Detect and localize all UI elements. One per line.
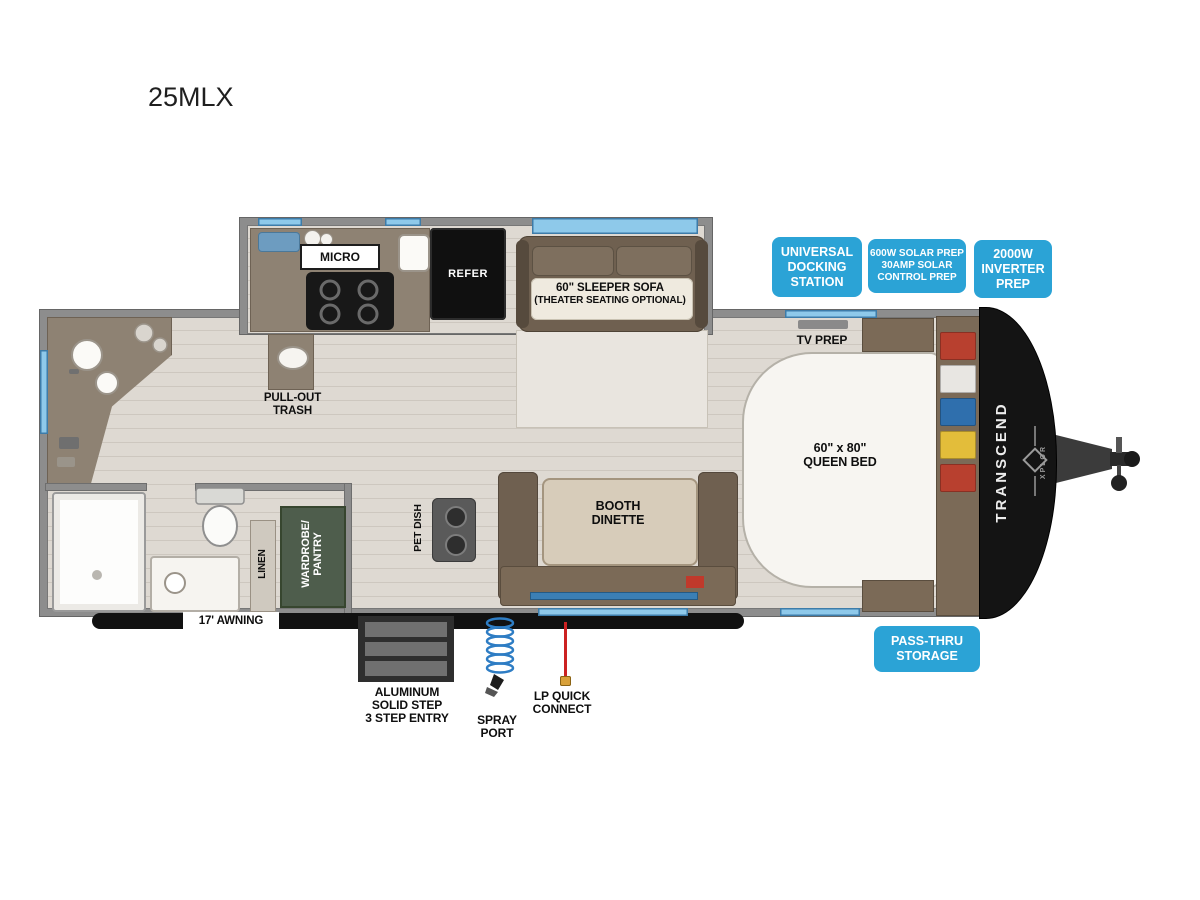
shower-drain: [92, 570, 102, 580]
spray-port-hose: [485, 617, 515, 697]
wardrobe-label: WARDROBE/ PANTRY: [300, 520, 325, 588]
lp-quick-connect-line: [564, 622, 567, 678]
clothes-item: [940, 464, 976, 492]
linen-label: LINEN: [257, 549, 268, 579]
queen-bed: [742, 352, 942, 588]
bedroom-cabinet: [862, 580, 934, 612]
stove: [306, 272, 394, 330]
tv-bracket: [798, 320, 848, 329]
step-tread: [365, 661, 447, 677]
dinette-label: BOOTH DINETTE: [591, 499, 645, 527]
window: [40, 350, 48, 434]
callout-pass-thru-storage: PASS-THRU STORAGE: [874, 626, 980, 672]
brand-name: TRANSCEND: [993, 401, 1010, 523]
sofa-armrest: [516, 240, 529, 328]
step-tread: [365, 641, 447, 657]
sofa-cushion: [616, 246, 692, 276]
window: [258, 218, 302, 226]
bed-label: 60" x 80" QUEEN BED: [803, 441, 877, 469]
dinette-storage-slot: [530, 592, 698, 600]
dish-rack: [258, 232, 300, 252]
toilet: [195, 488, 245, 547]
entry-steps: [358, 616, 454, 682]
refrigerator: REFER: [430, 228, 506, 320]
sofa-label: 60" SLEEPER SOFA (THEATER SEATING OPTION…: [534, 282, 686, 306]
window: [385, 218, 421, 226]
brand-emblem: [1022, 426, 1048, 496]
page-title: 25MLX: [148, 82, 234, 112]
shower: [52, 492, 146, 612]
clothes-item: [940, 398, 976, 426]
slide-footprint: [516, 330, 708, 428]
bathroom-wall: [46, 484, 146, 490]
pet-bowl: [445, 506, 467, 528]
sofa-cushion: [532, 246, 614, 276]
bedroom-cabinet: [862, 318, 934, 352]
tv-prep-label: TV PREP: [796, 333, 848, 347]
callout-solar-prep: 600W SOLAR PREP 30AMP SOLAR CONTROL PREP: [868, 239, 966, 293]
trash-can: [277, 346, 309, 370]
bathroom-wall: [196, 484, 351, 490]
entry-step-label: ALUMINUM SOLID STEP 3 STEP ENTRY: [365, 685, 449, 726]
dinette-table: [542, 478, 698, 566]
sofa-seat-front: [531, 278, 693, 320]
step-tread: [365, 622, 447, 637]
rear-kitchen-sinks: [57, 323, 168, 467]
callout-universal-docking-station: UNIVERSAL DOCKING STATION: [772, 237, 862, 297]
wardrobe-pantry-cabinet: [280, 506, 346, 608]
vanity-sink: [164, 572, 186, 594]
lp-connect-label: LP QUICK CONNECT: [532, 689, 592, 717]
callout-inverter-prep: 2000W INVERTER PREP: [974, 240, 1052, 298]
microwave: MICRO: [300, 244, 380, 270]
trash-label: PULL-OUT TRASH: [263, 392, 322, 417]
awning-label-chip: 17' AWNING: [183, 612, 279, 630]
sofa-armrest: [695, 240, 708, 328]
lp-quick-connect-tip: [560, 676, 571, 686]
microwave-label: MICRO: [320, 250, 360, 264]
window: [538, 608, 688, 616]
window: [532, 218, 698, 234]
window: [780, 608, 860, 616]
bathroom-wall: [345, 484, 351, 614]
linen-cabinet: [250, 520, 276, 612]
bedroom-wardrobe: [936, 316, 980, 616]
clothes-item: [940, 431, 976, 459]
clothes-item: [940, 365, 976, 393]
dinette-storage-item: [686, 576, 704, 588]
hitch: [1048, 433, 1140, 491]
pet-dish-label: PET DISH: [412, 504, 424, 552]
window: [785, 310, 877, 318]
kitchen-sink: [398, 234, 430, 272]
awning-label: 17' AWNING: [198, 614, 264, 627]
pet-bowl: [445, 534, 467, 556]
spray-port-label: SPRAY PORT: [477, 713, 517, 741]
brand-sub: XPLOR: [1040, 444, 1047, 480]
clothes-item: [940, 332, 976, 360]
refrigerator-label: REFER: [448, 267, 488, 280]
